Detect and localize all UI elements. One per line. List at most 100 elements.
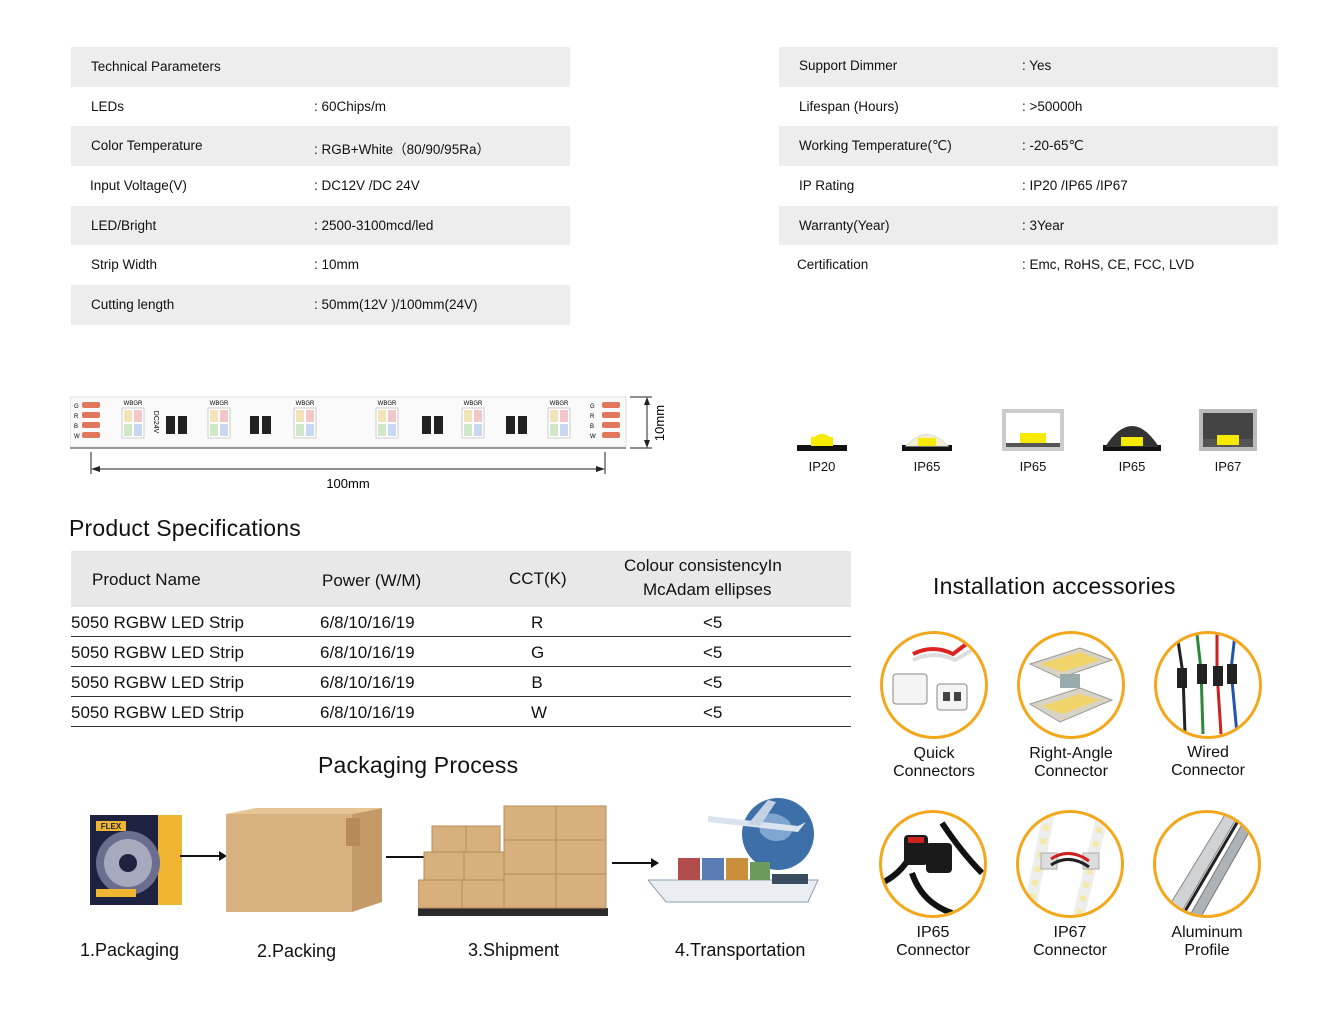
param-row: LEDs : 60Chips/m <box>71 87 570 127</box>
led-red-die <box>134 410 142 422</box>
ip-label: IP65 <box>1019 459 1047 474</box>
param-value: : 3Year <box>1022 217 1065 233</box>
accessory-caption-line1: Right-Angle <box>1029 745 1113 762</box>
right-angle-connector-icon <box>1017 631 1125 739</box>
param-value: : RGB+White（80/90/95Ra） <box>314 142 490 158</box>
wired-connector-icon <box>1154 631 1262 739</box>
param-key: Support Dimmer <box>799 58 898 73</box>
ip-label: IP20 <box>808 459 836 474</box>
pad-letter: B <box>590 424 594 430</box>
accessory-caption-line2: Connector <box>896 942 970 959</box>
accessory-caption-line1: Quick <box>913 745 955 762</box>
arrow-icon <box>612 858 659 868</box>
led-blue-die <box>560 424 568 436</box>
led-white-die <box>464 410 472 422</box>
led-white-die <box>210 410 218 422</box>
led-blue-die <box>220 424 228 436</box>
pad-letter: R <box>74 414 79 420</box>
cell-mcadam: <5 <box>703 613 723 632</box>
param-value: : >50000h <box>1022 98 1083 114</box>
cell-product: 5050 RGBW LED Strip <box>71 643 244 662</box>
led-blue-die <box>388 424 396 436</box>
param-key: Warranty(Year) <box>799 217 890 233</box>
param-row: Input Voltage(V) : DC12V /DC 24V <box>71 166 570 206</box>
width-label: 10mm <box>652 405 667 441</box>
pad-letter: G <box>74 404 79 410</box>
cell-power: 6/8/10/16/19 <box>320 613 415 632</box>
product-specs-table: Product Name Power (W/M) CCT(K) Colour c… <box>71 551 851 727</box>
chip-label: WBGR <box>550 401 569 407</box>
chip-label: WBGR <box>124 401 143 407</box>
cell-cct: G <box>531 643 545 662</box>
resistor <box>178 416 187 434</box>
param-key: Color Temperature <box>91 138 203 154</box>
chip-label: WBGR <box>210 401 229 407</box>
pad-letter: W <box>590 434 596 440</box>
cell-cct: W <box>531 703 548 722</box>
accessory-caption-line2: Connector <box>1171 762 1245 779</box>
led-white-die <box>550 410 558 422</box>
resistor <box>434 416 443 434</box>
resistor <box>250 416 259 434</box>
cell-cct: B <box>531 673 543 692</box>
tech-params-right: Support Dimmer : Yes Lifespan (Hours) : >5… <box>779 47 1278 285</box>
param-row: LED/Bright : 2500-3100mcd/led <box>71 205 570 246</box>
ip65-tube-profile-icon <box>1002 409 1064 451</box>
length-label: 100mm <box>326 476 369 491</box>
chip-label: WBGR <box>378 401 397 407</box>
param-value: : 10mm <box>314 257 360 273</box>
led-green-die <box>550 424 558 436</box>
tech-params-left: Technical Parameters LEDs : 60Chips/m Col… <box>71 47 570 325</box>
led-red-die <box>388 410 396 422</box>
param-row: Certification: Emc, RoHS, CE, FCC, LVD <box>779 245 1278 285</box>
param-key: Technical Parameters <box>91 59 221 74</box>
accessory-caption-line1: Wired <box>1187 744 1229 761</box>
param-value: : DC12V /DC 24V <box>314 178 420 194</box>
led-red-die <box>220 410 228 422</box>
param-key: Certification <box>797 257 869 273</box>
cell-product: 5050 RGBW LED Strip <box>71 673 244 692</box>
cell-product: 5050 RGBW LED Strip <box>71 613 244 632</box>
arrow-icon <box>180 851 227 861</box>
resistor <box>422 416 431 434</box>
packaging-title: Packaging Process <box>318 752 519 778</box>
param-key: Input Voltage(V) <box>90 178 187 194</box>
reel-package-image: FLEX <box>90 815 182 905</box>
ip-profile-ip20: IP20 <box>782 405 862 474</box>
header-power: Power (W/M) <box>322 571 422 590</box>
ip65-connector-icon <box>879 810 987 918</box>
strip-board <box>70 396 627 448</box>
cell-power: 6/8/10/16/19 <box>320 673 415 692</box>
accessory-ip67-connector: IP67 Connector <box>1000 810 1140 960</box>
step-label: 1.Packaging <box>80 940 180 960</box>
param-key: Lifespan (Hours) <box>799 98 899 114</box>
param-key: LED/Bright <box>91 217 157 233</box>
ip-profile-ip65-top-glue: IP65 <box>887 405 967 474</box>
copper-pad <box>82 432 100 438</box>
ip65-dark-dome-profile-icon <box>1103 426 1161 451</box>
param-row: Warranty(Year) : 3Year <box>779 205 1278 246</box>
param-key: LEDs <box>91 98 125 114</box>
ip-label: IP65 <box>913 459 941 474</box>
cell-mcadam: <5 <box>703 703 723 722</box>
voltage-mark: DC24V <box>152 411 159 434</box>
param-value: : Yes <box>1022 58 1052 73</box>
header-colour-consistency: Colour consistencyIn <box>624 556 782 575</box>
copper-pad <box>602 402 620 408</box>
led-green-die <box>210 424 218 436</box>
accessory-caption-line1: Aluminum <box>1171 924 1243 941</box>
accessory-caption-line2: Connector <box>1034 763 1108 780</box>
accessory-quick-connectors: Quick Connectors <box>864 631 1004 781</box>
param-value: : 60Chips/m <box>314 98 387 114</box>
param-row: Cutting length: 50mm(12V )/100mm(24V) <box>71 285 570 325</box>
accessory-caption-line2: Connector <box>1033 942 1107 959</box>
param-value: : 2500-3100mcd/led <box>314 217 434 233</box>
header-cct: CCT(K) <box>509 569 567 588</box>
led-green-die <box>464 424 472 436</box>
copper-pad <box>602 422 620 428</box>
param-row: Technical Parameters <box>71 47 570 87</box>
param-row: Color Temperature : RGB+White（80/90/95Ra） <box>71 126 570 167</box>
